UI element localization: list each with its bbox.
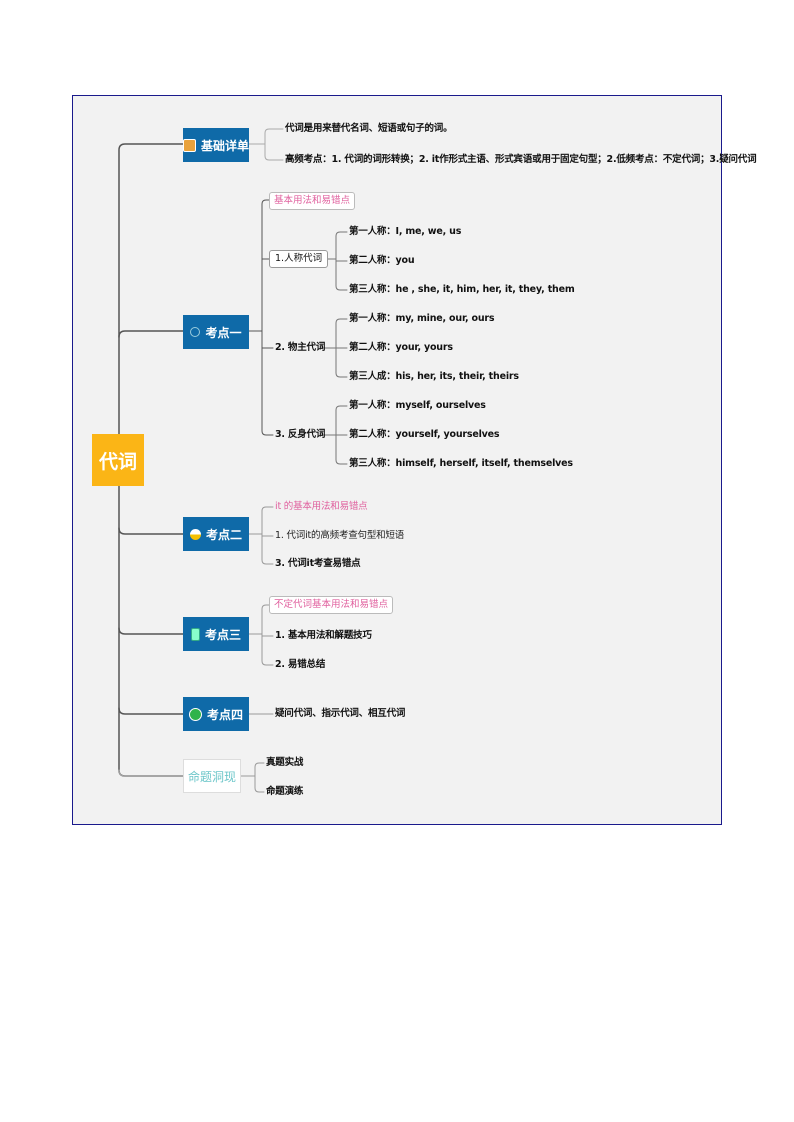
pie-icon <box>189 528 201 540</box>
leaf[interactable]: 第一人称：myself, ourselves <box>349 400 486 411</box>
leaf[interactable]: 命题演练 <box>266 786 304 797</box>
leaf[interactable]: 1. 代词it的高频考查句型和短语 <box>275 530 405 541</box>
branch-basics[interactable]: 基础详单 <box>183 128 249 162</box>
branch-exam-insight[interactable]: 命题洞现 <box>183 759 241 793</box>
branch-point-3[interactable]: 考点三 <box>183 617 249 651</box>
leaf[interactable]: 第一人称：my, mine, our, ours <box>349 313 495 324</box>
root-label: 代词 <box>98 450 137 473</box>
leaf[interactable]: 第三人成：his, her, its, their, theirs <box>349 371 519 382</box>
branch-label: 命题洞现 <box>187 769 236 784</box>
branch-label: 考点二 <box>205 527 242 542</box>
leaf[interactable]: 3. 代词it考查易错点 <box>275 558 361 569</box>
group-possessive-pronouns[interactable]: 2. 物主代词 <box>275 342 326 353</box>
group-personal-pronouns[interactable]: 1.人称代词 <box>269 250 329 268</box>
phone-icon <box>190 627 200 641</box>
leaf[interactable]: 第二人称：your, yours <box>349 342 453 353</box>
branch-point-2[interactable]: 考点二 <box>183 517 249 551</box>
leaf[interactable]: 高频考点：1. 代词的词形转换；2. it作形式主语、形式宾语或用于固定句型；2… <box>285 154 757 165</box>
branch-point-1[interactable]: 考点一 <box>183 315 249 349</box>
leaf[interactable]: 1. 基本用法和解题技巧 <box>275 630 372 641</box>
leaf[interactable]: 代词是用来替代名词、短语或句子的词。 <box>285 123 453 134</box>
book-icon <box>183 138 196 152</box>
note-box[interactable]: 基本用法和易错点 <box>269 192 356 210</box>
leaf[interactable]: 真题实战 <box>266 757 304 768</box>
leaf[interactable]: 第三人称：himself, herself, itself, themselve… <box>349 458 573 469</box>
root-node[interactable]: 代词 <box>92 434 144 486</box>
leaf[interactable]: 第一人称：I, me, we, us <box>349 226 462 237</box>
leaf[interactable]: 第二人称：yourself, yourselves <box>349 429 500 440</box>
leaf[interactable]: 2. 易错总结 <box>275 659 326 670</box>
branch-label: 考点一 <box>205 325 242 340</box>
branch-label: 基础详单 <box>201 138 250 153</box>
mindmap-canvas <box>72 95 722 825</box>
target-icon <box>190 327 201 337</box>
branch-point-4[interactable]: 考点四 <box>183 697 249 731</box>
note-box[interactable]: 不定代词基本用法和易错点 <box>269 596 394 614</box>
flag-icon <box>188 707 202 721</box>
leaf[interactable]: 第二人称：you <box>349 255 415 266</box>
note-text[interactable]: it 的基本用法和易错点 <box>275 501 368 512</box>
branch-label: 考点四 <box>206 707 243 722</box>
branch-label: 考点三 <box>204 627 241 642</box>
leaf[interactable]: 第三人称：he , she, it, him, her, it, they, t… <box>349 284 575 295</box>
leaf[interactable]: 疑问代词、指示代词、相互代词 <box>275 708 406 719</box>
group-reflexive-pronouns[interactable]: 3. 反身代词 <box>275 429 326 440</box>
